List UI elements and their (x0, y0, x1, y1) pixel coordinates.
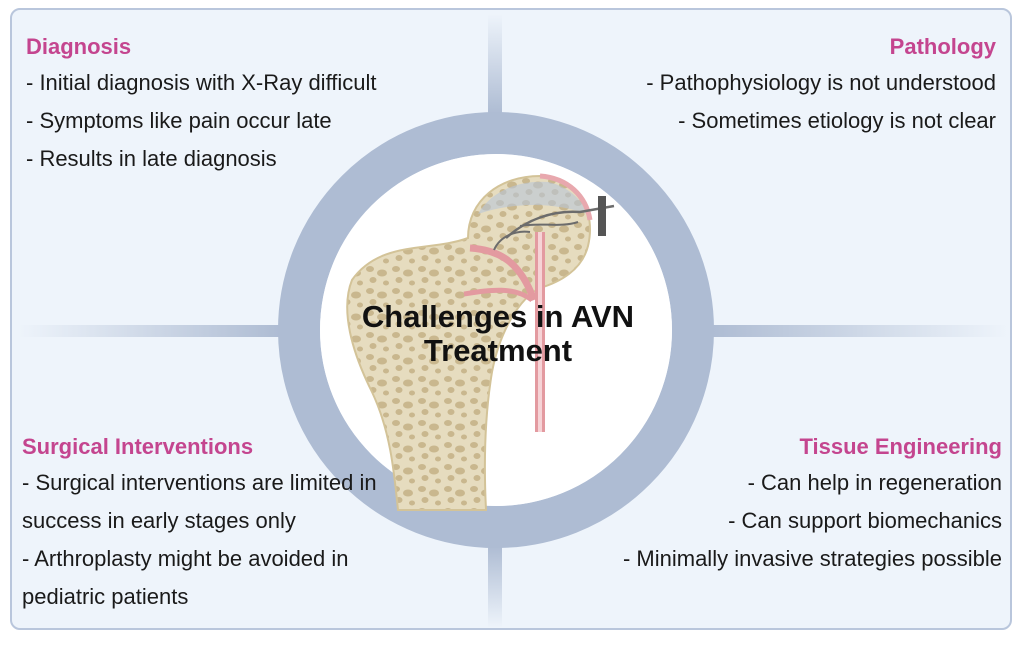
tissue-item: - Minimally invasive strategies possible (622, 546, 1002, 571)
surgical-item: pediatric patients (22, 584, 189, 609)
surgical-item: - Surgical interventions are limited in (22, 470, 377, 495)
center-title-line-1: Challenges in AVN (361, 299, 635, 334)
surgical-item: - Arthroplasty might be avoided in (22, 546, 349, 571)
femur-bone-icon (346, 173, 593, 511)
center-title-line-2: Treatment (423, 333, 573, 368)
pathology-item: - Sometimes etiology is not clear (678, 108, 996, 133)
surgical-interventions-section: Surgical Interventions - Surgical interv… (22, 432, 377, 616)
ring-icon (278, 112, 714, 548)
quadrant-dividers (18, 14, 1008, 628)
tissue-engineering-section: Tissue Engineering - Can help in regener… (623, 432, 1002, 578)
tissue-item: - Can support biomechanics (728, 508, 1002, 533)
center-title: Challenges in AVN Treatment (320, 300, 676, 368)
pathology-heading: Pathology (889, 34, 996, 59)
diagnosis-heading: Diagnosis (26, 34, 132, 59)
tissue-engineering-heading: Tissue Engineering (799, 434, 1002, 459)
diagnosis-item: - Results in late diagnosis (26, 146, 277, 171)
diagnosis-item: - Symptoms like pain occur late (26, 108, 332, 133)
tissue-item: - Can help in regeneration (747, 470, 1002, 495)
pathology-section: Pathology - Pathophysiology is not under… (646, 32, 996, 140)
diagnosis-item: - Initial diagnosis with X-Ray difficult (26, 70, 377, 95)
blood-vessel-icon (463, 196, 615, 432)
pathology-item: - Pathophysiology is not understood (646, 70, 996, 95)
surgical-interventions-heading: Surgical Interventions (22, 434, 254, 459)
surgical-item: success in early stages only (22, 508, 296, 533)
diagnosis-section: Diagnosis - Initial diagnosis with X-Ray… (26, 32, 377, 178)
